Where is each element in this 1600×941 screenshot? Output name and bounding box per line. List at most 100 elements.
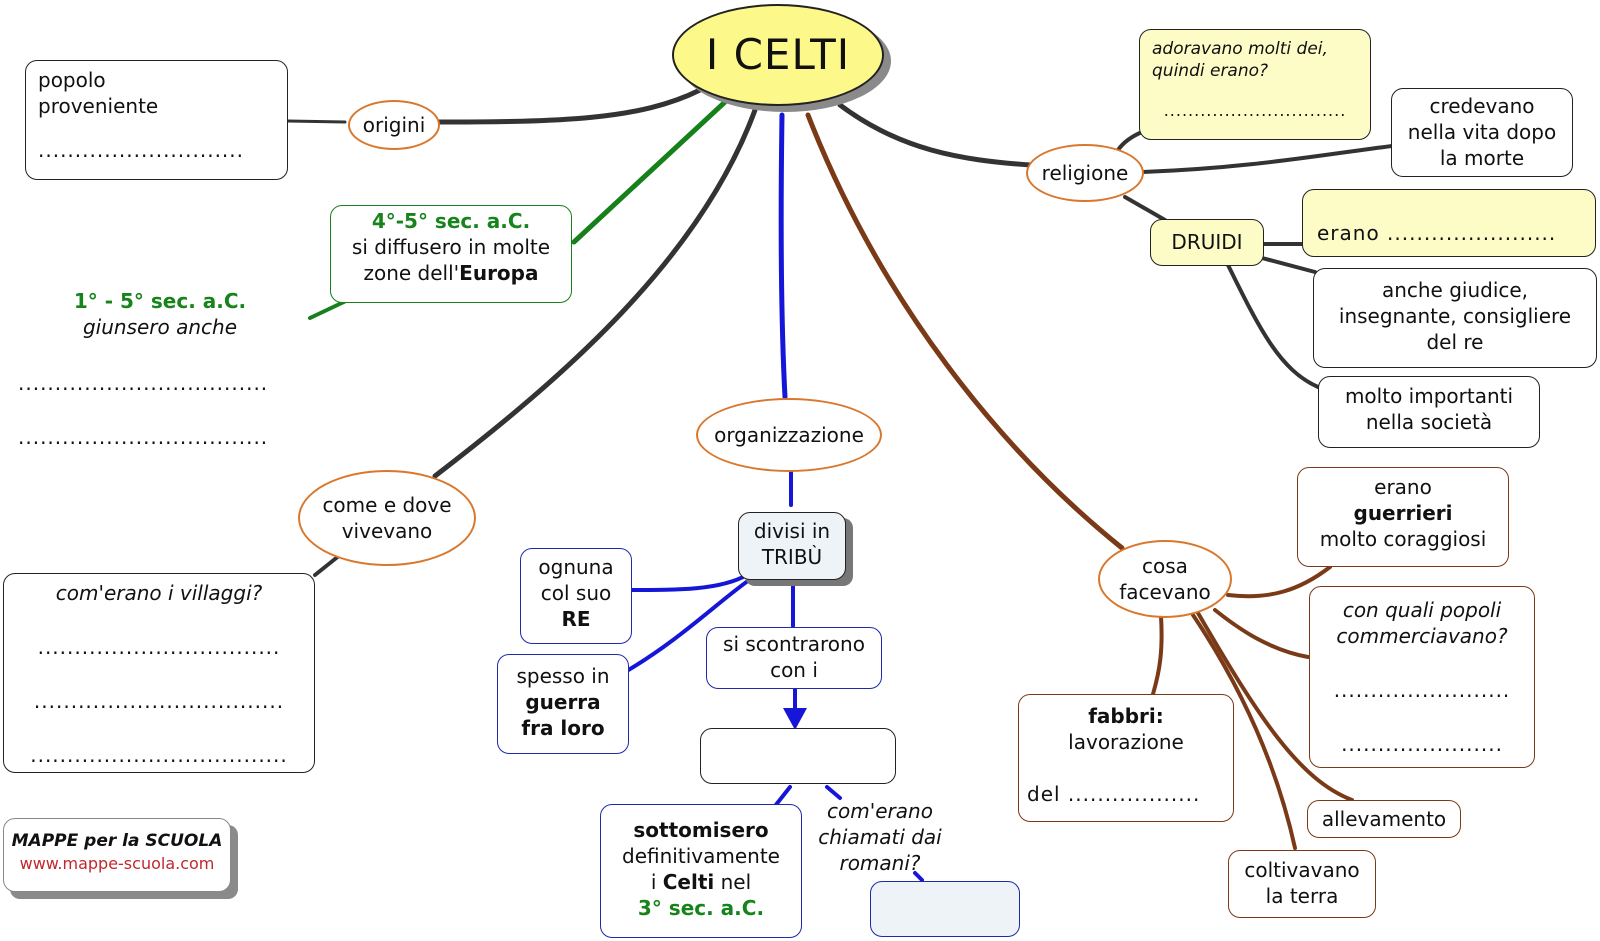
giudice-box[interactable]: anche giudice, insegnante, consigliere d…	[1313, 268, 1597, 368]
origini-node[interactable]: origini	[348, 100, 440, 150]
organizzazione-node[interactable]: organizzazione	[696, 398, 882, 472]
re-line1: ognuna	[538, 555, 614, 579]
origini-box[interactable]: popolo proveniente .....................…	[25, 60, 288, 180]
commercio-box[interactable]: con quali popoli commerciavano? ........…	[1309, 586, 1535, 768]
diffusione-line2: zone dell'Europa	[337, 260, 565, 286]
romani-q-line1: com'erano	[827, 799, 933, 823]
villaggi-box[interactable]: com'erano i villaggi? ..................…	[3, 573, 315, 773]
tribu-line2: TRIBÙ	[761, 545, 823, 569]
cosa-label-line2: facevano	[1119, 580, 1211, 604]
link-come-dove-box	[313, 553, 342, 577]
druidi-erano-text: erano .......................	[1317, 221, 1557, 245]
diffusione-sub-text: giunsero anche	[82, 315, 238, 339]
religione-node[interactable]: religione	[1026, 144, 1144, 202]
link-question-answer	[913, 871, 924, 882]
re-line2: col suo	[540, 581, 612, 605]
diffusione-line1: si diffusero in molte	[351, 235, 551, 259]
title-text: I CELTI	[705, 30, 851, 79]
link-druidi-giudice	[1260, 256, 1317, 274]
sott-line3: i Celti nel	[603, 869, 799, 895]
footer-badge[interactable]: MAPPE per la SCUOLA www.mappe-scuola.com	[3, 818, 231, 892]
scontro-line1: si scontrarono	[723, 632, 865, 656]
guerra-line3: fra loro	[521, 716, 605, 740]
vita-line1: credevano	[1429, 94, 1535, 118]
vita-box[interactable]: credevano nella vita dopo la morte	[1391, 88, 1573, 177]
terra-line2: la terra	[1265, 884, 1339, 908]
come-dove-label-line2: vivevano	[341, 519, 433, 543]
link-druidi-importanti	[1226, 263, 1320, 389]
empty-answer-box[interactable]	[700, 728, 896, 784]
link-title-come-dove	[432, 107, 758, 479]
villaggi-blank2: ..................................	[33, 689, 285, 713]
romani-question: com'erano chiamati dai romani?	[806, 798, 954, 876]
link-cosa-allevamento	[1196, 611, 1354, 802]
organizzazione-label: organizzazione	[714, 423, 864, 447]
villaggi-question: com'erano i villaggi?	[55, 581, 263, 605]
link-cosa-fabbri	[1151, 614, 1164, 696]
giudice-line2: insegnante, consigliere	[1338, 304, 1572, 328]
romani-q-line3: romani?	[839, 851, 921, 875]
link-origini-box	[286, 119, 347, 124]
guerrieri-box[interactable]: erano guerrieri molto coraggiosi	[1297, 467, 1509, 567]
dei-line1: adoravano molti dei,	[1152, 39, 1328, 59]
cosa-label-line1: cosa	[1142, 554, 1188, 578]
tribu-box[interactable]: divisi in TRIBÙ	[738, 512, 846, 580]
villaggi-blank1: .................................	[37, 635, 281, 659]
dei-box[interactable]: adoravano molti dei, quindi erano? .....…	[1139, 29, 1371, 140]
romani-q-line2: chiamati dai	[818, 825, 942, 849]
diffusione-line2-prefix: zone dell'	[363, 261, 460, 285]
commercio-line2: commerciavano?	[1336, 624, 1508, 648]
guerrieri-line2: guerrieri	[1353, 501, 1453, 525]
title-node[interactable]: I CELTI	[672, 4, 884, 106]
allevamento-box[interactable]: allevamento	[1307, 800, 1461, 838]
diffusione-box[interactable]: 4°-5° sec. a.C. si diffusero in molte zo…	[330, 205, 572, 303]
scontro-box[interactable]: si scontrarono con i	[706, 627, 882, 689]
link-diffusione-sub	[308, 298, 350, 320]
dei-blank: ..............................	[1163, 101, 1347, 120]
commercio-blank2: ......................	[1341, 732, 1503, 756]
sott-line3-bold: Celti	[662, 870, 715, 894]
sottomisero-box[interactable]: sottomisero definitivamente i Celti nel …	[600, 804, 802, 938]
origini-blank: ............................	[38, 138, 245, 162]
diffusione-blank1[interactable]: ..................................	[18, 371, 269, 395]
link-tribu-guerra	[623, 576, 754, 674]
sott-date: 3° sec. a.C.	[637, 896, 765, 920]
fabbri-line2: lavorazione	[1068, 730, 1184, 754]
link-title-religione	[837, 102, 1033, 168]
guerra-line2: guerra	[525, 690, 601, 714]
link-religione-vita	[1141, 144, 1394, 174]
druidi-box[interactable]: DRUIDI	[1150, 219, 1264, 266]
guerra-line1: spesso in	[516, 664, 610, 688]
druidi-erano-box[interactable]: erano .......................	[1302, 189, 1596, 257]
terra-box[interactable]: coltivavano la terra	[1228, 850, 1376, 918]
re-box[interactable]: ognuna col suo RE	[520, 548, 632, 644]
guerrieri-line1: erano	[1374, 475, 1432, 499]
allevamento-label: allevamento	[1321, 807, 1447, 831]
link-title-diffusione	[571, 99, 728, 245]
commercio-blank1: ........................	[1333, 678, 1511, 702]
importanti-box[interactable]: molto importanti nella società	[1318, 376, 1540, 448]
guerra-box[interactable]: spesso in guerra fra loro	[497, 654, 629, 754]
fabbri-line1: fabbri:	[1088, 704, 1164, 728]
link-empty-question	[825, 785, 842, 800]
link-cosa-commercio	[1213, 608, 1310, 659]
fabbri-box[interactable]: fabbri: lavorazione del ................…	[1018, 694, 1234, 822]
diffusione-dates: 4°-5° sec. a.C.	[371, 209, 531, 233]
villaggi-blank3: ...................................	[30, 743, 288, 767]
footer-brand: MAPPE per la SCUOLA	[11, 831, 223, 851]
link-religione-druidi	[1123, 195, 1167, 222]
dei-line2: quindi erano?	[1152, 61, 1269, 81]
origini-box-line2: proveniente	[38, 94, 159, 118]
re-line3: RE	[561, 607, 591, 631]
link-tribu-re	[628, 573, 749, 592]
terra-line1: coltivavano	[1244, 858, 1360, 882]
importanti-line1: molto importanti	[1344, 384, 1514, 408]
link-cosa-guerrieri	[1226, 565, 1332, 599]
diffusione-blank2[interactable]: ..................................	[18, 425, 269, 449]
vita-line2: nella vita dopo	[1407, 120, 1557, 144]
link-title-origini	[434, 87, 703, 125]
romani-answer-box[interactable]	[870, 881, 1020, 937]
footer-url[interactable]: www.mappe-scuola.com	[19, 854, 215, 873]
